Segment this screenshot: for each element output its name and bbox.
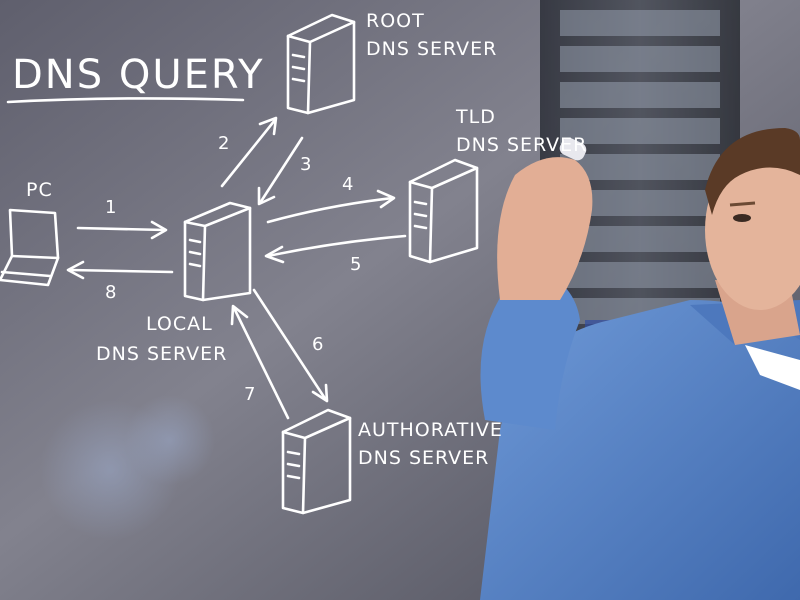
arrow-4	[266, 189, 396, 224]
arrow-1	[76, 220, 168, 240]
authoritative-dns-server-icon	[281, 408, 352, 515]
arrow-6	[252, 288, 329, 403]
local-dns-server-icon	[183, 201, 252, 302]
pc-laptop-icon	[0, 208, 60, 287]
step-8-label: 8	[105, 282, 116, 303]
auth-label-1: AUTHORATIVE	[358, 419, 503, 441]
eyebrow	[729, 201, 756, 207]
bokeh-light	[125, 395, 215, 485]
eye	[733, 214, 751, 222]
face	[705, 150, 800, 310]
arrow-3	[257, 136, 304, 206]
step-3-label: 3	[300, 154, 311, 175]
arrow-5	[264, 234, 407, 264]
pc-label: PC	[26, 179, 53, 201]
step-1-label: 1	[105, 197, 116, 218]
local-label-1: LOCAL	[146, 313, 213, 335]
step-4-label: 4	[342, 174, 353, 195]
step-6-label: 6	[312, 334, 323, 355]
title-underline	[6, 97, 245, 104]
tld-dns-server-icon	[408, 158, 479, 264]
step-7-label: 7	[244, 384, 255, 405]
tld-label-1: TLD	[455, 106, 496, 128]
step-2-label: 2	[218, 133, 229, 154]
marker	[559, 137, 587, 161]
root-label-2: DNS SERVER	[366, 38, 497, 60]
hand	[497, 157, 593, 300]
root-label-1: ROOT	[366, 10, 425, 32]
undershirt	[745, 345, 800, 390]
step-5-label: 5	[350, 254, 361, 275]
arrow-7	[230, 304, 290, 420]
diagram-title: DNS QUERY	[12, 52, 265, 98]
person	[480, 128, 800, 600]
tld-label-2: DNS SERVER	[456, 134, 587, 156]
local-label-2: DNS SERVER	[96, 343, 227, 365]
auth-label-2: DNS SERVER	[358, 447, 489, 469]
hair	[705, 128, 800, 215]
arrow-2	[220, 116, 278, 188]
sleeve	[480, 270, 580, 430]
root-dns-server-icon	[286, 13, 356, 115]
arrow-8	[66, 260, 174, 280]
